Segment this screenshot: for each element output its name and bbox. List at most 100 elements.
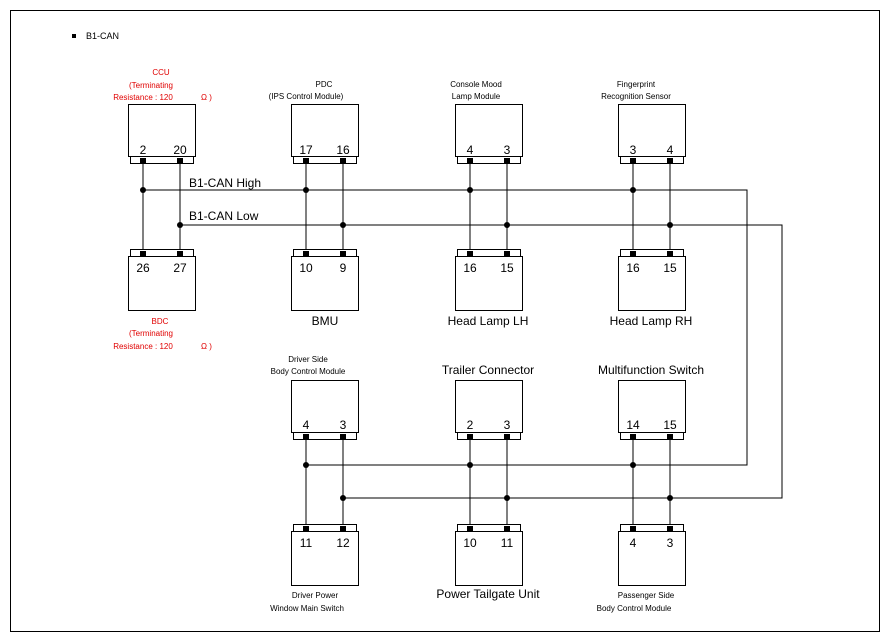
multifunction-connector	[620, 432, 684, 440]
console-connector	[457, 156, 521, 164]
tailgate-pin-low: 11	[501, 536, 514, 550]
module-pdc[interactable]: PDC (IPS Control Module) 17 16	[269, 80, 359, 164]
junction-dot	[177, 222, 183, 228]
module-multifunction-switch[interactable]: Multifunction Switch 14 15	[598, 363, 704, 440]
bmu-pin-terminal	[303, 251, 309, 256]
bmu-pin-terminal	[340, 251, 346, 256]
ccu-pin-low: 20	[173, 143, 187, 157]
module-bmu[interactable]: 10 9 BMU	[291, 249, 359, 329]
driver-bcm-pin-terminal	[303, 434, 309, 439]
module-passenger-side-bcm[interactable]: 4 3 Passenger Side Body Control Module	[597, 524, 686, 614]
fingerprint-subtitle: Recognition Sensor	[601, 92, 671, 101]
driver-bcm-pin-terminal	[340, 434, 346, 439]
console-pin-terminal	[504, 158, 510, 163]
module-power-tailgate-unit[interactable]: 10 11 Power Tailgate Unit	[436, 524, 540, 602]
headlamp-rh-name: Head Lamp RH	[610, 314, 693, 328]
tailgate-pin-terminal	[504, 526, 510, 531]
driver-window-pin-high: 11	[300, 536, 313, 550]
junction-dot	[467, 462, 473, 468]
bdc-name: BDC	[152, 317, 169, 326]
passenger-bcm-pin-terminal	[630, 526, 636, 531]
bmu-name: BMU	[312, 314, 339, 328]
headlamp-lh-pin-high: 16	[463, 261, 477, 275]
bmu-pin-low: 9	[340, 261, 347, 275]
bmu-connector	[293, 249, 357, 257]
junction-dot	[303, 462, 309, 468]
ccu-note-line1: (Terminating	[129, 81, 173, 90]
headlamp-lh-connector	[457, 249, 521, 257]
fingerprint-connector	[620, 156, 684, 164]
module-driver-power-window-switch[interactable]: 11 12 Driver Power Window Main Switch	[270, 524, 359, 614]
headlamp-lh-body	[455, 256, 523, 311]
driver-window-pin-terminal	[303, 526, 309, 531]
console-pin-high: 4	[467, 143, 474, 157]
driver-bcm-name: Driver Side	[288, 355, 328, 364]
trailer-body	[455, 380, 523, 433]
multifunction-body	[618, 380, 686, 433]
can-high-label: B1-CAN High	[189, 176, 261, 190]
junction-dot	[630, 462, 636, 468]
pdc-pin-terminal	[340, 158, 346, 163]
junction-dot	[630, 187, 636, 193]
driver-window-name: Driver Power	[292, 591, 339, 600]
console-pin-low: 3	[504, 143, 511, 157]
pdc-pin-low: 16	[336, 143, 350, 157]
driver-window-connector	[293, 524, 357, 532]
tailgate-pin-terminal	[467, 526, 473, 531]
fingerprint-pin-high: 3	[630, 143, 637, 157]
headlamp-lh-pin-low: 15	[500, 261, 514, 275]
headlamp-rh-pin-high: 16	[626, 261, 640, 275]
bdc-note-line1: (Terminating	[129, 329, 173, 338]
module-trailer-connector[interactable]: Trailer Connector 2 3	[442, 363, 534, 440]
bmu-pin-high: 10	[299, 261, 313, 275]
bdc-pin-terminal	[140, 251, 146, 256]
junction-dot	[140, 187, 146, 193]
diagram-border	[10, 10, 880, 632]
driver-bcm-connector	[293, 432, 357, 440]
headlamp-rh-pin-low: 15	[663, 261, 677, 275]
module-bdc[interactable]: 26 27 BDC (Terminating Resistance : 120 …	[113, 249, 212, 352]
bdc-pin-high: 26	[136, 261, 150, 275]
junction-dot	[340, 495, 346, 501]
driver-window-pin-low: 12	[336, 536, 350, 550]
trailer-pin-terminal	[504, 434, 510, 439]
pdc-pin-terminal	[303, 158, 309, 163]
fingerprint-pin-low: 4	[667, 143, 674, 157]
trailer-name: Trailer Connector	[442, 363, 534, 377]
bmu-body	[291, 256, 359, 311]
fingerprint-name: Fingerprint	[617, 80, 656, 89]
diagram-title: B1-CAN	[86, 31, 119, 41]
module-head-lamp-rh[interactable]: 16 15 Head Lamp RH	[610, 249, 693, 329]
module-fingerprint-sensor[interactable]: Fingerprint Recognition Sensor 3 4	[601, 80, 686, 164]
passenger-bcm-pin-low: 3	[667, 536, 674, 550]
headlamp-lh-pin-terminal	[504, 251, 510, 256]
trailer-pin-terminal	[467, 434, 473, 439]
junction-dot	[340, 222, 346, 228]
headlamp-lh-name: Head Lamp LH	[448, 314, 529, 328]
tailgate-connector	[457, 524, 521, 532]
module-ccu[interactable]: CCU (Terminating Resistance : 120 Ω ) 2 …	[113, 68, 212, 164]
module-head-lamp-lh[interactable]: 16 15 Head Lamp LH	[448, 249, 529, 329]
bdc-ohm-unit: Ω )	[201, 342, 212, 351]
module-console-mood-lamp[interactable]: Console Mood Lamp Module 4 3	[450, 80, 523, 164]
tailgate-name: Power Tailgate Unit	[436, 587, 540, 601]
pdc-subtitle: (IPS Control Module)	[269, 92, 344, 101]
driver-window-subtitle: Window Main Switch	[270, 604, 344, 613]
console-subtitle: Lamp Module	[452, 92, 501, 101]
can-low-label: B1-CAN Low	[189, 209, 259, 223]
multifunction-pin-high: 14	[626, 418, 640, 432]
driver-window-body	[291, 531, 359, 586]
pdc-connector	[293, 156, 357, 164]
passenger-bcm-pin-high: 4	[630, 536, 637, 550]
multifunction-name: Multifunction Switch	[598, 363, 704, 377]
bdc-body	[128, 256, 196, 311]
junction-dot	[467, 187, 473, 193]
bdc-connector	[130, 249, 194, 257]
ccu-ohm-unit: Ω )	[201, 93, 212, 102]
multifunction-pin-terminal	[630, 434, 636, 439]
headlamp-lh-pin-terminal	[467, 251, 473, 256]
driver-bcm-body	[291, 380, 359, 433]
module-driver-side-bcm[interactable]: Driver Side Body Control Module 4 3	[271, 355, 359, 440]
headlamp-rh-pin-terminal	[667, 251, 673, 256]
fingerprint-pin-terminal	[667, 158, 673, 163]
